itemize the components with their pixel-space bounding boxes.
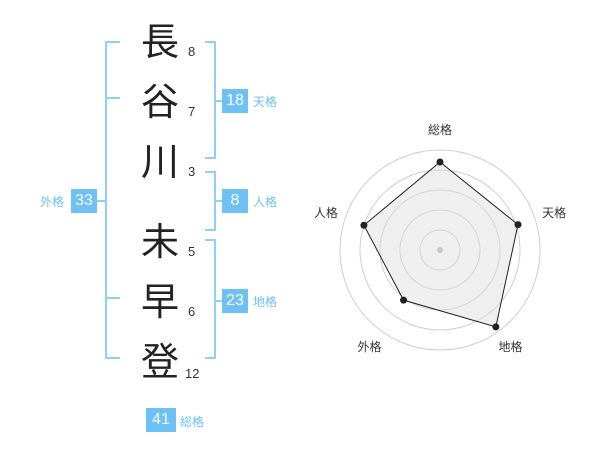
chikaku-bracket [205,239,216,359]
jinkaku-label: 人格 [253,195,278,209]
radar-axis-label-2: 天格 [542,205,566,220]
radar-point-5 [360,221,368,229]
radar-axis-label-4: 外格 [357,339,381,354]
tenkaku-bracket [205,41,216,159]
stroke-count-5: 6 [188,304,196,319]
chikaku-label: 地格 [253,295,278,309]
jinkaku-value: 8 [222,189,248,213]
radar-point-2 [514,221,522,229]
radar-polygon [363,161,519,328]
radar-point-1 [436,158,444,166]
radar-ring-1 [359,169,521,331]
jinkaku-bracket [205,171,216,231]
stroke-count-2: 7 [188,104,196,119]
name-char-1: 長 [140,20,179,64]
radar-axis-label-3: 地格 [499,339,523,354]
gaikaku-label: 外格 [40,195,65,209]
name-char-3: 川 [140,140,179,184]
tenkaku-label: 天格 [253,95,278,109]
chikaku-value: 23 [222,289,248,313]
tenkaku-value: 18 [222,89,248,113]
radar-ring-2 [379,189,501,311]
stroke-count-1: 8 [188,44,196,59]
stroke-count-4: 5 [188,244,196,259]
soukaku-value: 41 [146,408,176,432]
soukaku-label: 総格 [180,415,205,429]
name-char-4: 未 [140,220,179,264]
stroke-count-6: 12 [185,366,200,381]
radar-axis-label-5: 人格 [314,205,338,220]
radar-point-4 [400,296,408,304]
gaikaku-bracket [105,41,120,359]
radar-ring-3 [399,209,481,291]
name-char-6: 登 [140,340,179,384]
name-char-5: 早 [140,280,179,324]
name-char-2: 谷 [140,80,179,124]
stroke-count-3: 3 [188,164,196,179]
radar-point-3 [492,323,500,331]
radar-center [437,247,443,253]
radar-axis-label-1: 総格 [428,122,452,137]
radar-ring-4 [419,229,461,271]
gaikaku-value: 33 [71,189,97,213]
